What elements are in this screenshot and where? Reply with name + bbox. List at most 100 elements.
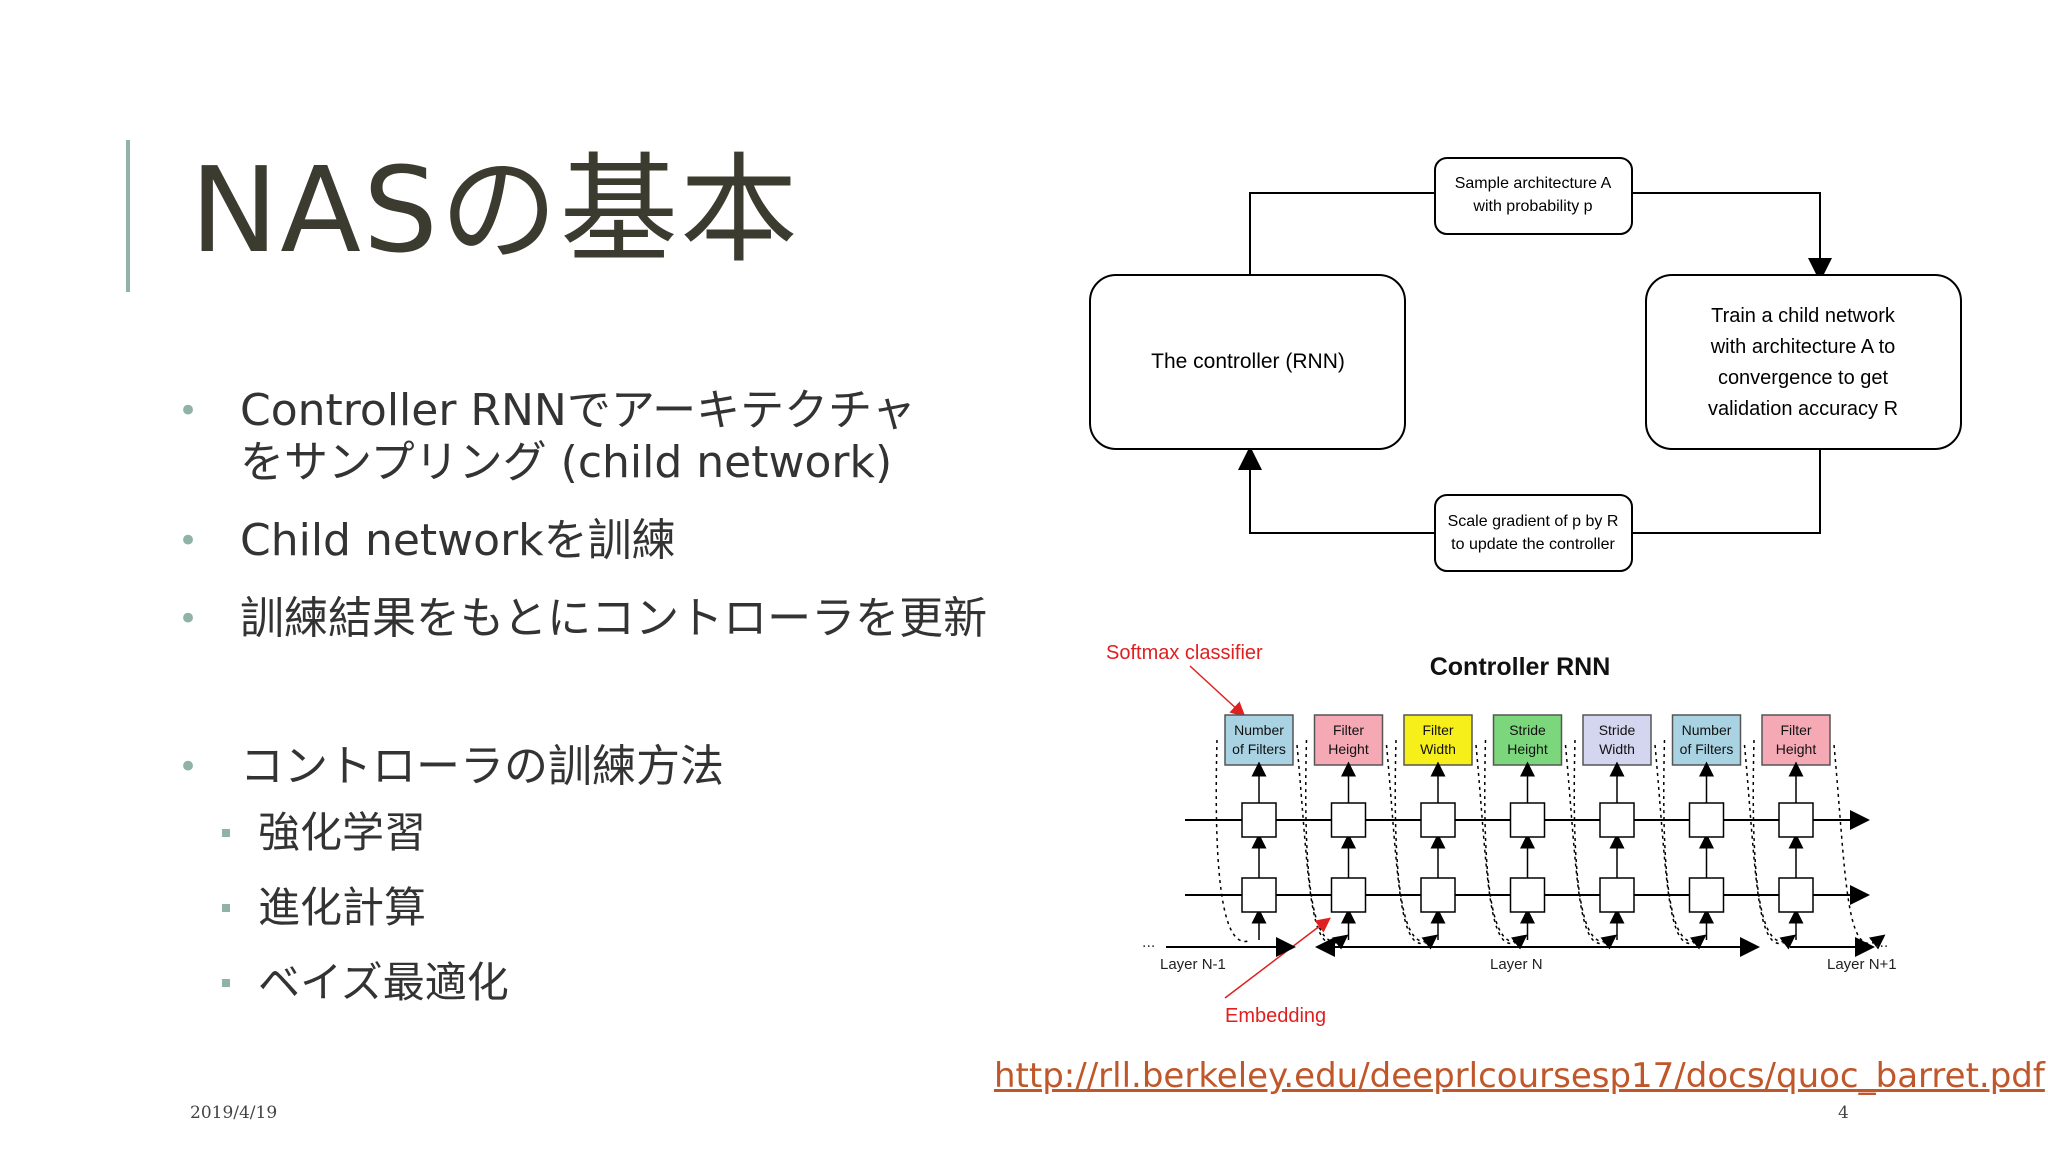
- square-bullet-icon: [222, 979, 230, 987]
- sub-bullet-item: 進化計算: [178, 882, 1058, 934]
- output-box: [1224, 714, 1294, 766]
- feedback-curve: [1296, 744, 1349, 950]
- section-text: コントローラの訓練方法: [240, 741, 724, 792]
- output-box-label: Filter: [1333, 722, 1364, 738]
- embedding-label: Embedding: [1225, 1005, 1326, 1027]
- rnn-cell: [1688, 802, 1725, 838]
- output-box: [1761, 714, 1831, 766]
- output-box-label: Width: [1599, 741, 1635, 757]
- output-box-label: Height: [1328, 741, 1369, 757]
- layer-label: Layer N: [1490, 956, 1543, 973]
- rnn-cell: [1241, 802, 1277, 838]
- rnn-cell: [1330, 802, 1367, 838]
- bullet-text: Child networkを訓練: [240, 515, 676, 566]
- bullet-item: • Child networkを訓練: [178, 515, 1058, 567]
- bullet-text: をサンプリング (child network): [240, 437, 893, 488]
- sub-bullet-item: 強化学習: [178, 807, 1058, 859]
- rnn-cell: [1509, 802, 1546, 838]
- train-child-box: [1645, 274, 1962, 450]
- source-link[interactable]: http://rll.berkeley.edu/deeprlcoursesp17…: [994, 1056, 2045, 1096]
- train-box-text: with architecture A to: [1710, 336, 1896, 358]
- feedback-curve: [1394, 739, 1431, 943]
- loop-arrow-to-train: [1632, 192, 1832, 282]
- bullet-item: • Controller RNNでアーキテクチャ をサンプリング (child …: [178, 385, 1058, 489]
- output-box-label: Height: [1776, 741, 1817, 757]
- square-bullet-icon: [222, 904, 230, 912]
- sample-box-text: Sample architecture A: [1455, 175, 1612, 192]
- sample-box-text: with probability p: [1472, 198, 1592, 215]
- train-box-text: validation accuracy R: [1708, 398, 1898, 420]
- rnn-cell: [1688, 877, 1725, 913]
- controller-box: [1089, 274, 1406, 450]
- rnn-cell: [1330, 877, 1367, 913]
- slide-title: NASの基本: [190, 141, 800, 279]
- bullet-item: • 訓練結果をもとにコントローラを更新: [178, 593, 1058, 645]
- title-accent-bar: [126, 140, 130, 292]
- output-box-label: of Filters: [1232, 741, 1286, 757]
- sub-bullet-item: ベイズ最適化: [178, 957, 1058, 1009]
- rnn-cell: [1420, 802, 1456, 838]
- bullet-text: Controller RNNでアーキテクチャ: [240, 385, 916, 436]
- softmax-pointer: [1189, 665, 1246, 718]
- rnn-cell: [1778, 877, 1814, 913]
- train-box-text: convergence to get: [1718, 367, 1889, 389]
- output-box: [1671, 714, 1742, 766]
- feedback-curve: [1752, 739, 1789, 943]
- output-box-label: Filter: [1422, 722, 1453, 738]
- feedback-curve: [1573, 739, 1610, 943]
- bullet-item-section: • コントローラの訓練方法: [178, 741, 1058, 793]
- output-box-label: Height: [1507, 741, 1548, 757]
- output-box-label: Stride: [1509, 722, 1546, 738]
- bullet-list: • Controller RNNでアーキテクチャ をサンプリング (child …: [178, 385, 1058, 1032]
- layer-ellipsis: ...: [1142, 934, 1155, 951]
- output-box-label: Stride: [1599, 722, 1636, 738]
- feedback-curve: [1663, 739, 1699, 943]
- feedback-curve: [1654, 744, 1707, 950]
- scale-box-text: to update the controller: [1451, 536, 1615, 553]
- feedback-curve: [1833, 744, 1886, 950]
- embedding-pointer: [1224, 917, 1331, 999]
- rnn-cell: [1241, 877, 1277, 913]
- sample-architecture-box: [1434, 157, 1633, 235]
- sub-bullet-text: 強化学習: [258, 808, 427, 857]
- output-box-label: of Filters: [1680, 741, 1734, 757]
- layer-ellipsis: ...: [1875, 934, 1888, 951]
- rnn-cell: [1509, 877, 1546, 913]
- bullet-dot-icon: •: [178, 391, 199, 431]
- output-box: [1403, 714, 1473, 766]
- scale-gradient-box: [1434, 494, 1633, 572]
- output-box-label: Number: [1234, 722, 1284, 738]
- rnn-cell: [1420, 877, 1456, 913]
- output-box: [1492, 714, 1563, 766]
- controller-rnn-diagram: Controller RNN Softmax classifier Number…: [1106, 642, 1897, 1027]
- controller-box-text: The controller (RNN): [1151, 350, 1345, 373]
- output-box-label: Number: [1682, 722, 1732, 738]
- rnn-cell: [1599, 802, 1635, 838]
- bullet-text: 訓練結果をもとにコントローラを更新: [240, 593, 988, 644]
- square-bullet-icon: [222, 829, 230, 837]
- slide-date: 2019/4/19: [190, 1103, 278, 1123]
- rnn-title: Controller RNN: [1430, 653, 1611, 681]
- output-box: [1582, 714, 1652, 766]
- rnn-cell: [1778, 802, 1814, 838]
- feedback-curve: [1215, 739, 1252, 943]
- layer-label: Layer N-1: [1160, 956, 1226, 973]
- page-number: 4: [1838, 1103, 1849, 1123]
- loop-arrow-to-sample: [1249, 192, 1435, 275]
- bullet-dot-icon: •: [178, 747, 199, 787]
- bullet-dot-icon: •: [178, 599, 199, 639]
- output-box-label: Width: [1420, 741, 1456, 757]
- feedback-curve: [1484, 739, 1520, 943]
- output-box-label: Filter: [1780, 722, 1811, 738]
- rnn-cell: [1599, 877, 1635, 913]
- feedback-curve: [1475, 744, 1528, 950]
- train-box-text: Train a child network: [1711, 305, 1896, 327]
- feedback-curve: [1385, 744, 1438, 950]
- sub-bullet-text: 進化計算: [258, 883, 427, 932]
- nas-loop-diagram: Sample architecture A with probability p…: [1089, 157, 1962, 572]
- scale-box-text: Scale gradient of p by R: [1448, 513, 1619, 530]
- feedback-curve: [1743, 744, 1796, 950]
- softmax-label: Softmax classifier: [1106, 642, 1263, 664]
- feedback-curve: [1564, 744, 1617, 950]
